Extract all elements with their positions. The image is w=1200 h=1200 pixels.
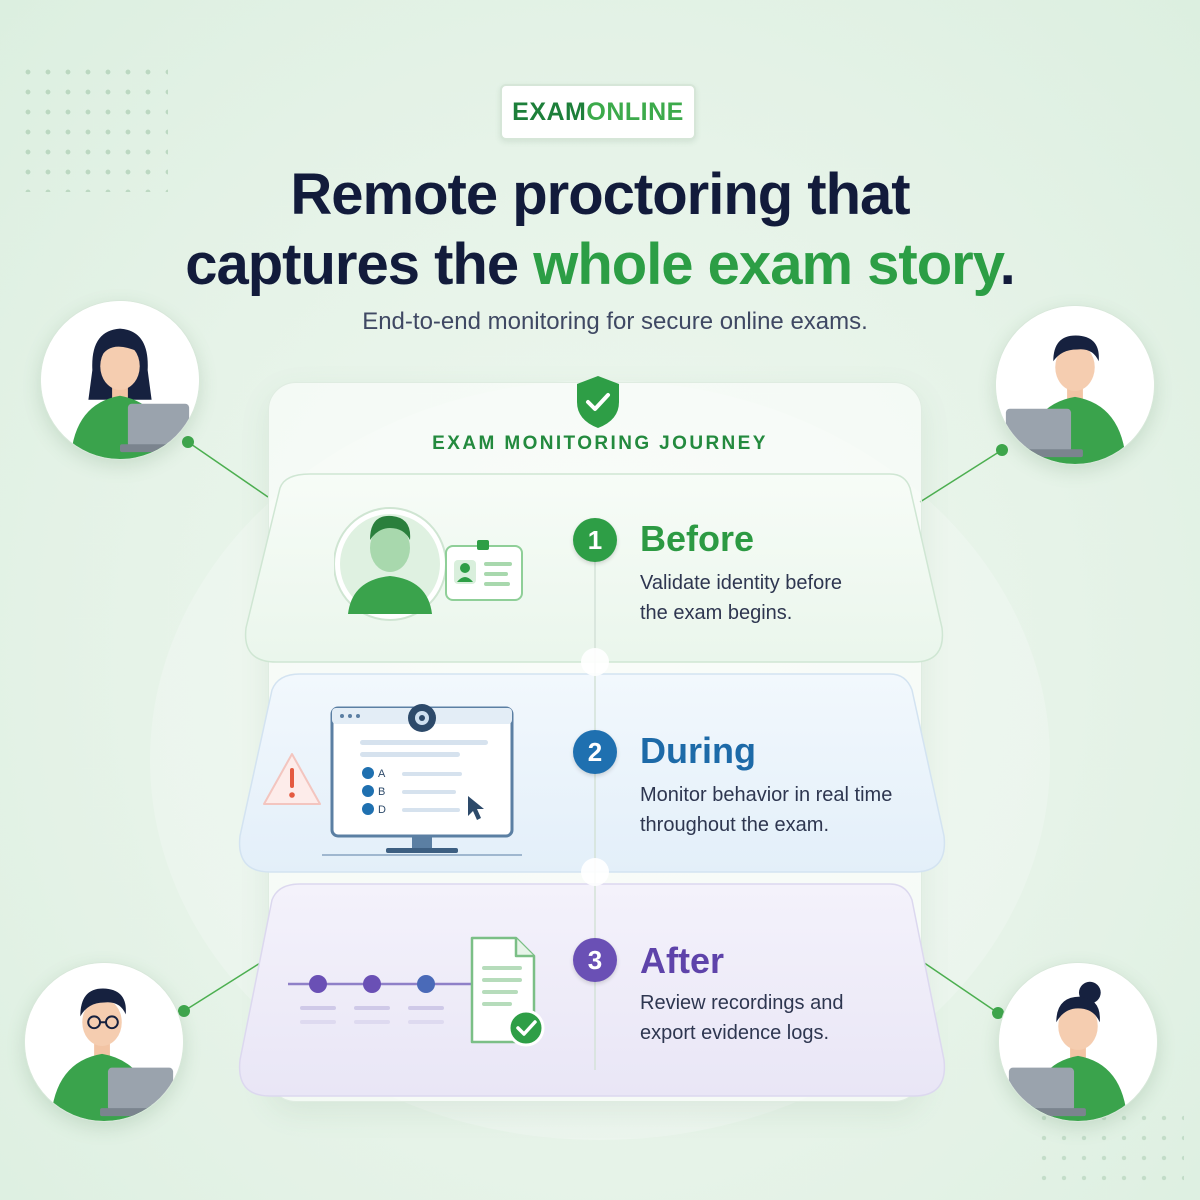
quiz-option-d: D bbox=[378, 804, 386, 816]
step-3-line-1: Review recordings and bbox=[640, 992, 844, 1014]
brand-online: ONLINE bbox=[586, 97, 684, 126]
step-2-line-1: Monitor behavior in real time bbox=[640, 784, 893, 806]
step-1-number: 1 bbox=[573, 518, 617, 562]
cursor-icon bbox=[468, 796, 484, 820]
step-2-title: During bbox=[640, 730, 756, 771]
headline: Remote proctoring that captures the whol… bbox=[0, 160, 1200, 300]
quiz-option-a: A bbox=[378, 768, 386, 780]
step-1-description: Validate identity before the exam begins… bbox=[640, 568, 920, 628]
brand-exam: EXAM bbox=[512, 97, 587, 126]
avatar-woman-bun-laptop bbox=[998, 962, 1158, 1122]
step-3-number: 3 bbox=[573, 938, 617, 982]
headline-highlight: whole exam story bbox=[533, 232, 1000, 297]
step-3-description: Review recordings and export evidence lo… bbox=[640, 988, 920, 1048]
identity-illustration bbox=[334, 507, 523, 621]
headline-period: . bbox=[999, 232, 1016, 297]
id-card-icon bbox=[445, 540, 523, 601]
document-check-icon bbox=[470, 936, 545, 1047]
timeline-icon bbox=[288, 975, 476, 1024]
subtitle: End-to-end monitoring for secure online … bbox=[362, 308, 868, 335]
step-3-title: After bbox=[640, 940, 725, 981]
journey-title: EXAM MONITORING JOURNEY bbox=[432, 433, 768, 454]
step-3-line-2: export evidence logs. bbox=[640, 1022, 830, 1044]
step-1-line-2: the exam begins. bbox=[640, 602, 793, 624]
monitoring-illustration: A B D bbox=[263, 704, 522, 856]
step-2-description: Monitor behavior in real time throughout… bbox=[640, 780, 920, 840]
webcam-icon bbox=[408, 704, 436, 732]
decorative-dots bbox=[18, 62, 168, 192]
step-2-line-2: throughout the exam. bbox=[640, 814, 830, 836]
shield-check-icon bbox=[577, 376, 619, 428]
quiz-option-b: B bbox=[378, 786, 385, 798]
step-2-number: 2 bbox=[573, 730, 617, 774]
step-1-title: Before bbox=[640, 518, 755, 559]
headline-plain: captures the bbox=[185, 232, 534, 297]
headline-line-2: captures the whole exam story. bbox=[0, 230, 1200, 300]
review-illustration bbox=[288, 936, 545, 1047]
decorative-dots bbox=[1034, 1108, 1184, 1188]
avatar-man-glasses-laptop bbox=[24, 962, 184, 1122]
step-1-line-1: Validate identity before bbox=[640, 572, 842, 594]
card-after bbox=[238, 883, 946, 1097]
headline-line-1: Remote proctoring that bbox=[290, 162, 910, 227]
warning-icon bbox=[263, 753, 321, 805]
